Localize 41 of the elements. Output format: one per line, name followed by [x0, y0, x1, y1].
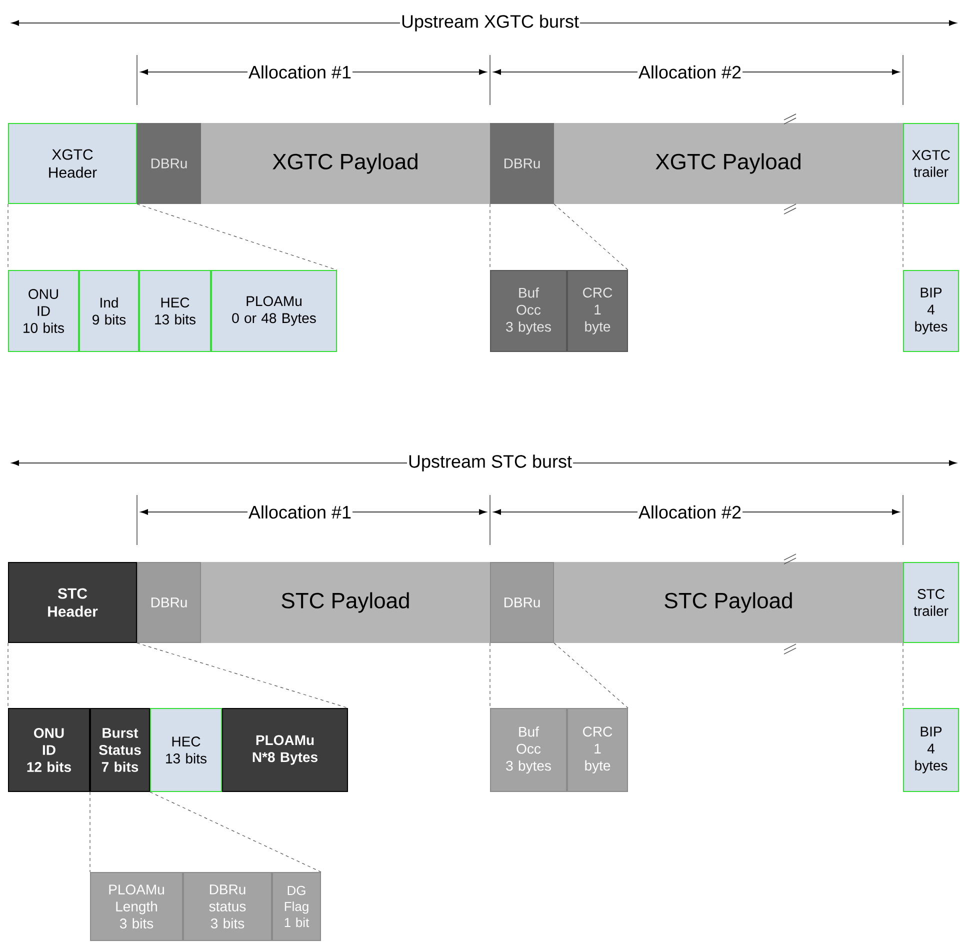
field-box: DBRu: [490, 123, 554, 204]
field-box: PLOAMu 0 or 48 Bytes: [211, 270, 337, 352]
field-box: BIP 4 bytes: [903, 708, 960, 792]
dimension-label: Allocation #1: [247, 504, 353, 520]
payload-band: XGTC Payload: [554, 123, 904, 204]
field-box: Buf Occ 3 bytes: [490, 270, 567, 352]
dimension-label: Allocation #2: [637, 504, 743, 520]
field-box: DG Flag 1 bit: [272, 872, 321, 941]
field-box: ONU ID 12 bits: [8, 708, 90, 792]
field-box: Burst Status 7 bits: [90, 708, 150, 792]
field-box: ONU ID 10 bits: [8, 270, 79, 352]
dimension-label: Allocation #1: [247, 64, 353, 80]
expansion-line: [554, 204, 628, 270]
expansion-line: [554, 642, 628, 708]
payload-band: STC Payload: [554, 562, 904, 643]
dimension-label: Allocation #2: [637, 64, 743, 80]
dimension-label: Upstream XGTC burst: [400, 14, 580, 32]
field-box: HEC 13 bits: [150, 708, 222, 792]
field-box: DBRu: [137, 562, 201, 643]
field-box: DBRu status 3 bits: [183, 872, 272, 941]
field-box: PLOAMu N*8 Bytes: [222, 708, 348, 792]
field-box: STC trailer: [903, 562, 960, 643]
expansion-line: [136, 642, 348, 708]
field-box: CRC 1 byte: [567, 270, 628, 352]
field-box: STC Header: [8, 562, 137, 643]
dimension-label: Upstream STC burst: [406, 454, 574, 472]
expansion-line: [902, 642, 904, 708]
field-box: CRC 1 byte: [567, 708, 628, 792]
expansion-line: [136, 204, 338, 270]
field-box: PLOAMu Length 3 bits: [90, 872, 183, 941]
field-box: BIP 4 bytes: [903, 270, 960, 352]
field-box: DBRu: [490, 562, 554, 643]
expansion-line: [150, 792, 322, 872]
field-box: Buf Occ 3 bytes: [490, 708, 567, 792]
field-box: HEC 13 bits: [139, 270, 211, 352]
payload-band: XGTC Payload: [201, 123, 490, 204]
payload-band: STC Payload: [201, 562, 490, 643]
field-box: XGTC trailer: [903, 123, 960, 204]
field-box: DBRu: [137, 123, 201, 204]
field-box: XGTC Header: [8, 123, 137, 204]
field-box: Ind 9 bits: [79, 270, 139, 352]
